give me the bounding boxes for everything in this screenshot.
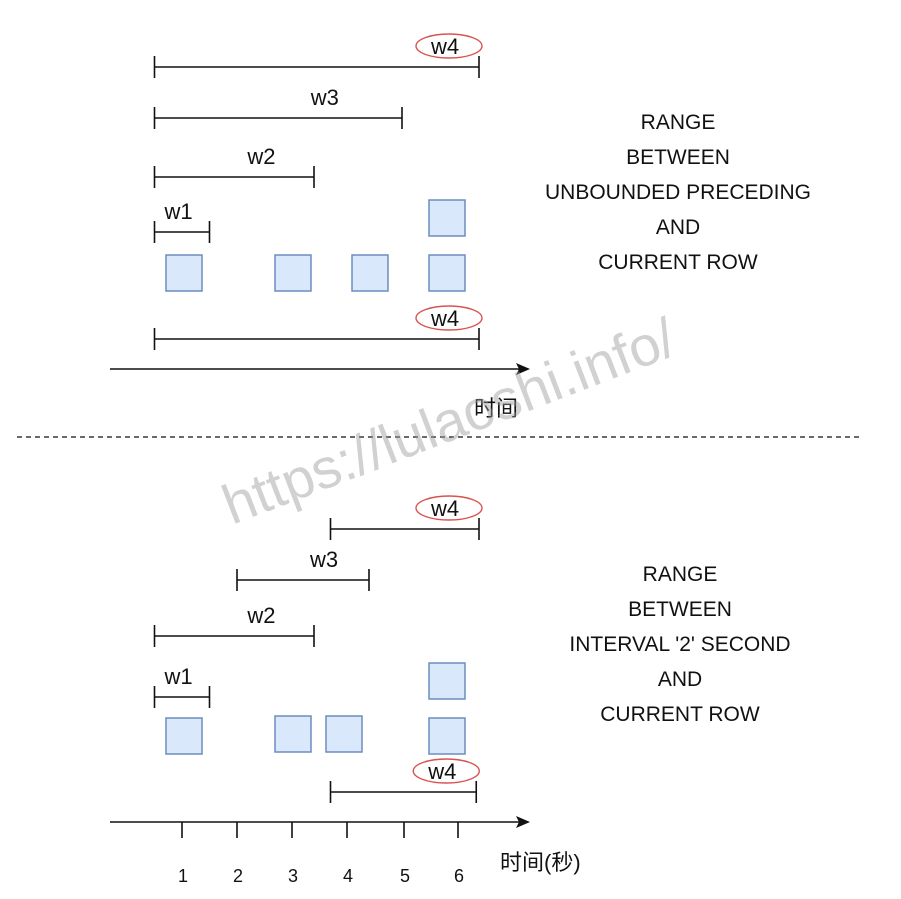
top-axis-label: 时间 <box>474 396 518 421</box>
description-line: AND <box>656 216 700 239</box>
window-w4-current: w4 <box>329 758 480 803</box>
axis-tick-label: 4 <box>343 866 353 886</box>
axis-tick-label: 6 <box>454 866 464 886</box>
top-window-bars: w4 w3 w2 w1 <box>153 33 483 243</box>
event-square <box>165 254 203 292</box>
description-line: RANGE <box>643 563 718 586</box>
axis-tick-label: 3 <box>288 866 298 886</box>
description-line: CURRENT ROW <box>600 703 760 726</box>
window-highlight-ellipse <box>412 758 480 784</box>
window-w4: w4 <box>329 495 483 540</box>
description-line: INTERVAL '2' SECOND <box>569 633 790 656</box>
event-square <box>165 717 203 755</box>
event-square <box>428 199 466 237</box>
window-label: w4 <box>427 759 456 784</box>
top-section: w4 w3 w2 w1 w4 时间 RANGE BETWEEN UNBOUNDED PRE… <box>110 33 811 421</box>
window-w3: w3 <box>236 547 370 591</box>
event-square <box>428 254 466 292</box>
event-square <box>274 254 312 292</box>
window-label: w1 <box>164 199 193 224</box>
axis-tick-label: 5 <box>400 866 410 886</box>
description-line: BETWEEN <box>626 146 730 169</box>
description-line: RANGE <box>641 111 716 134</box>
window-w2: w2 <box>153 603 315 647</box>
top-axis-arrow <box>516 363 530 375</box>
event-square <box>428 717 466 755</box>
bottom-events <box>165 662 466 755</box>
description-line: CURRENT ROW <box>598 251 758 274</box>
description-line: UNBOUNDED PRECEDING <box>545 181 811 204</box>
event-square <box>325 715 363 753</box>
top-events <box>165 199 466 292</box>
bottom-current-window: w4 <box>329 758 480 803</box>
bottom-axis-label: 时间(秒) <box>500 850 581 875</box>
top-description: RANGE BETWEEN UNBOUNDED PRECEDING AND CURREN… <box>545 111 811 274</box>
top-time-axis: 时间 <box>110 363 530 421</box>
window-w1: w1 <box>153 199 211 243</box>
window-label: w4 <box>430 306 459 331</box>
window-highlight-ellipse <box>415 305 483 331</box>
axis-tick-label: 1 <box>178 866 188 886</box>
window-w4-current: w4 <box>153 305 483 350</box>
bottom-window-bars: w4 w3 w2 w1 <box>153 495 483 708</box>
window-highlight-ellipse <box>415 33 483 59</box>
window-label: w4 <box>430 496 459 521</box>
window-w3: w3 <box>153 85 403 129</box>
window-w2: w2 <box>153 144 315 188</box>
bottom-time-axis: 时间(秒) 1 2 3 4 5 6 <box>110 816 581 886</box>
window-w4: w4 <box>153 33 483 78</box>
event-square <box>351 254 389 292</box>
top-current-window: w4 <box>153 305 483 350</box>
window-label: w2 <box>246 144 275 169</box>
description-line: BETWEEN <box>628 598 732 621</box>
bottom-axis-arrow <box>516 816 530 828</box>
window-label: w3 <box>310 85 339 110</box>
bottom-section: w4 w3 w2 w1 w4 时间(秒) 1 2 3 4 5 6 RANGE BETWEEN INT… <box>110 495 791 886</box>
axis-tick-label: 2 <box>233 866 243 886</box>
window-label: w1 <box>164 664 193 689</box>
bottom-description: RANGE BETWEEN INTERVAL '2' SECOND AND CURREN… <box>569 563 790 726</box>
event-square <box>428 662 466 700</box>
window-w1: w1 <box>153 664 211 708</box>
description-line: AND <box>658 668 702 691</box>
window-highlight-ellipse <box>415 495 483 521</box>
window-label: w2 <box>246 603 275 628</box>
window-label: w3 <box>309 547 338 572</box>
window-label: w4 <box>430 34 459 59</box>
event-square <box>274 715 312 753</box>
